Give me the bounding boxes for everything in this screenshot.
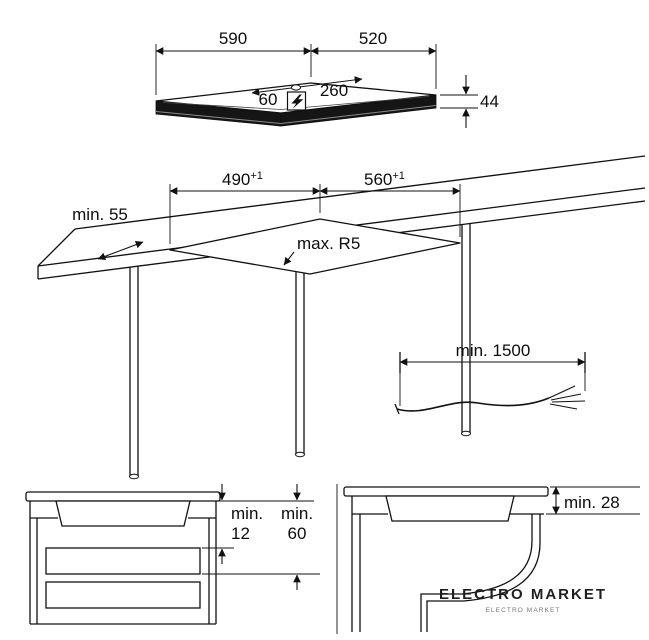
- power-cable: [394, 385, 586, 415]
- watermark: ELECTRO MARKET ELECTRO MARKET: [439, 586, 607, 614]
- cable-frayed-end: [548, 385, 586, 410]
- dimension-44: 44: [440, 75, 499, 128]
- power-offset-right-label: 260: [320, 81, 348, 100]
- power-cable-section: min. 1500: [394, 341, 586, 415]
- worktop-view: 490+1 560+1 min. 55 max. R5: [37, 155, 646, 480]
- cutout-depth-label: 560+1: [364, 170, 405, 189]
- dimension-min-60: min. 60: [202, 484, 320, 590]
- section-hob-body: [55, 500, 191, 527]
- hob-isometric-view: 590 520 60 260 44: [155, 29, 499, 128]
- cable-gland: [291, 84, 301, 91]
- hob-depth-label: 520: [359, 29, 387, 48]
- cutout-width-label: 490+1: [222, 170, 263, 189]
- drawer-front-1: [45, 547, 201, 575]
- dimension-490: 490+1: [169, 170, 321, 244]
- dimension-min-12: min. 12: [202, 484, 314, 564]
- drawer-front-2: [45, 581, 201, 609]
- section-hob-glass: [25, 491, 221, 502]
- section-hob-glass-2: [343, 486, 549, 497]
- cutout-hole: [169, 218, 461, 275]
- leg-foot: [461, 430, 471, 437]
- hob-height-label: 44: [480, 92, 499, 111]
- dimension-560: 560+1: [319, 170, 461, 237]
- leg-foot: [129, 473, 139, 480]
- hob-bottom-rim: [155, 105, 437, 125]
- leg-foot: [295, 451, 305, 458]
- section-drawer-view: min. 12 min. 60: [25, 484, 320, 625]
- dimension-min-28: min. 28: [546, 486, 640, 515]
- hob-glass-bevel: [162, 96, 430, 110]
- watermark-subtext: ELECTRO MARKET: [486, 607, 561, 614]
- watermark-brand: ELECTRO MARKET: [439, 586, 607, 603]
- power-offset-left-label: 60: [259, 90, 278, 109]
- section-oven-view: min. 28: [336, 484, 640, 634]
- table-legs: [129, 223, 471, 480]
- cable-length-label: min. 1500: [456, 341, 531, 360]
- max-r5-label: max. R5: [283, 234, 360, 266]
- corner-radius-label: max. R5: [297, 234, 360, 253]
- section-hob-body-2: [385, 495, 515, 522]
- power-connection: 60 260: [251, 76, 363, 111]
- gap-drawer-label-min: min.: [231, 504, 263, 523]
- cable-dimension: min. 1500: [399, 341, 586, 406]
- min-55-dimension: min. 55: [72, 205, 144, 261]
- cabinet: [29, 501, 217, 625]
- gap-shelf-label: min. 28: [564, 493, 620, 512]
- dimension-520: 520: [310, 29, 437, 89]
- hob-width-label: 590: [219, 29, 247, 48]
- lightning-bolt-icon: [291, 94, 304, 109]
- gap-oven-label-value: 60: [288, 524, 307, 543]
- cabinet-2: [351, 496, 544, 632]
- gap-drawer-label-value: 12: [231, 524, 250, 543]
- deflector-panel: [420, 540, 541, 632]
- gap-oven-label-min: min.: [281, 504, 313, 523]
- edge-distance-label: min. 55: [72, 205, 128, 224]
